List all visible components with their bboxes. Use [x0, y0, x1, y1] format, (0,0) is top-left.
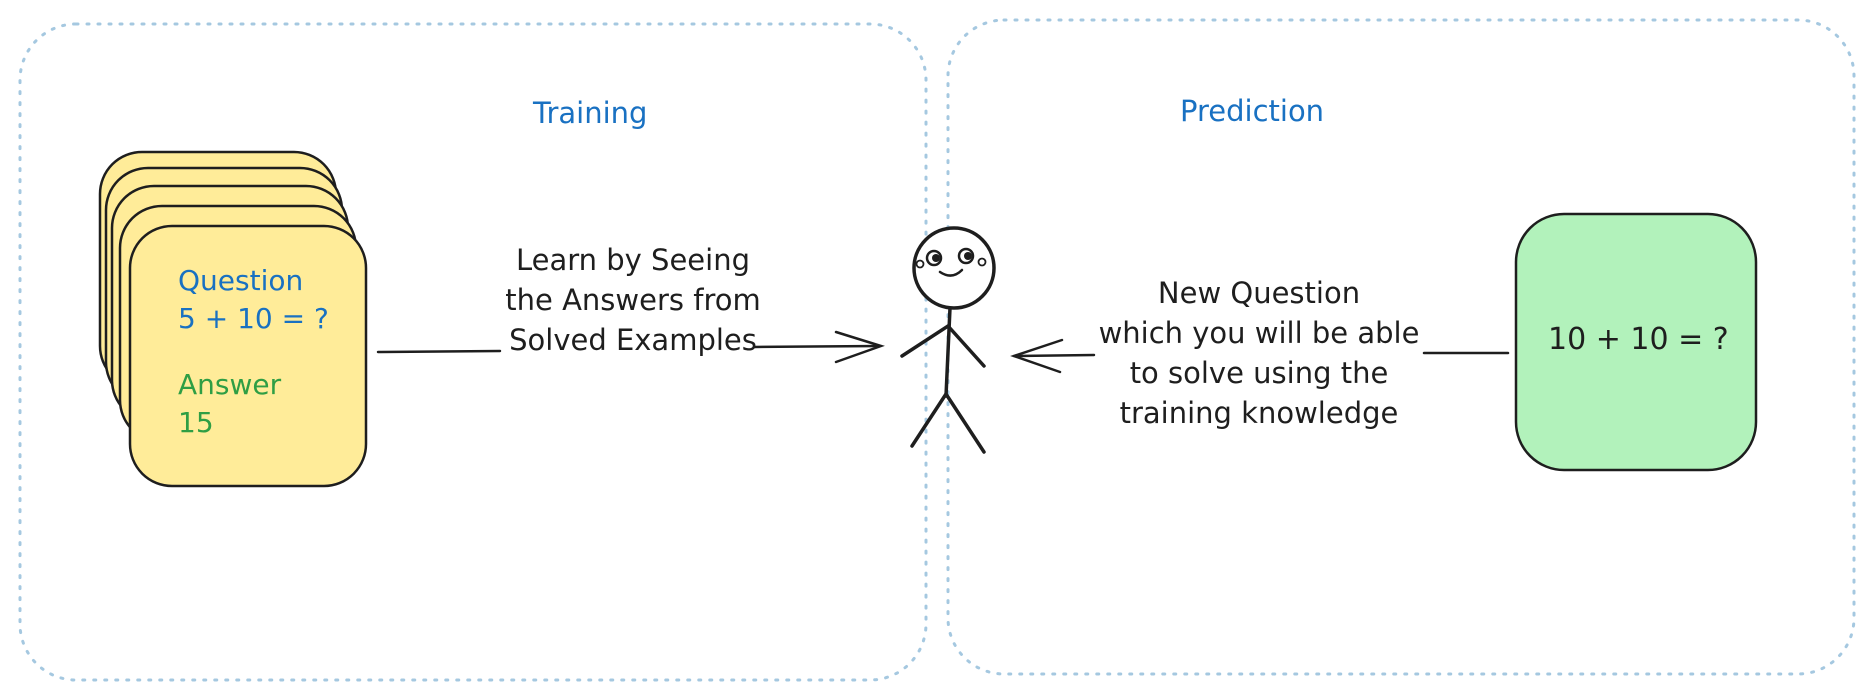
training-arrow: [376, 330, 885, 364]
question-value: 5 + 10 = ?: [178, 302, 329, 335]
new-question-text: 10 + 10 = ?: [1548, 322, 1729, 357]
prediction-arrow-label: New Question which you will be able to s…: [1094, 273, 1424, 433]
training-panel: [18, 22, 928, 682]
figure-arms: [900, 323, 986, 368]
figure-face: [915, 247, 987, 277]
figure-legs: [910, 390, 986, 454]
prediction-arrow-label-line: training knowledge: [1119, 396, 1399, 430]
training-arrow-label: Learn by Seeing the Answers from Solved …: [478, 240, 788, 360]
question-label: Question: [178, 264, 304, 297]
prediction-title: Prediction: [1180, 94, 1325, 128]
figure-head: [912, 226, 996, 310]
answer-value: 15: [178, 406, 214, 439]
answer-label: Answer: [178, 368, 282, 401]
prediction-arrow: [1010, 338, 1510, 374]
training-arrow-label-line: the Answers from: [505, 283, 761, 317]
training-arrow-label-line: Solved Examples: [509, 323, 757, 357]
example-card-stack: [98, 150, 368, 488]
prediction-arrow-label-line: to solve using the: [1129, 356, 1389, 390]
prediction-arrow-label-line: which you will be able: [1098, 316, 1420, 350]
training-title: Training: [533, 96, 648, 130]
prediction-arrow-label-line: New Question: [1157, 276, 1361, 310]
training-arrow-label-line: Learn by Seeing: [516, 243, 750, 277]
example-card-front: [128, 224, 368, 488]
learner-stick-figure: [900, 226, 996, 454]
new-question-card: [1514, 212, 1758, 472]
figure-body: [944, 306, 952, 398]
